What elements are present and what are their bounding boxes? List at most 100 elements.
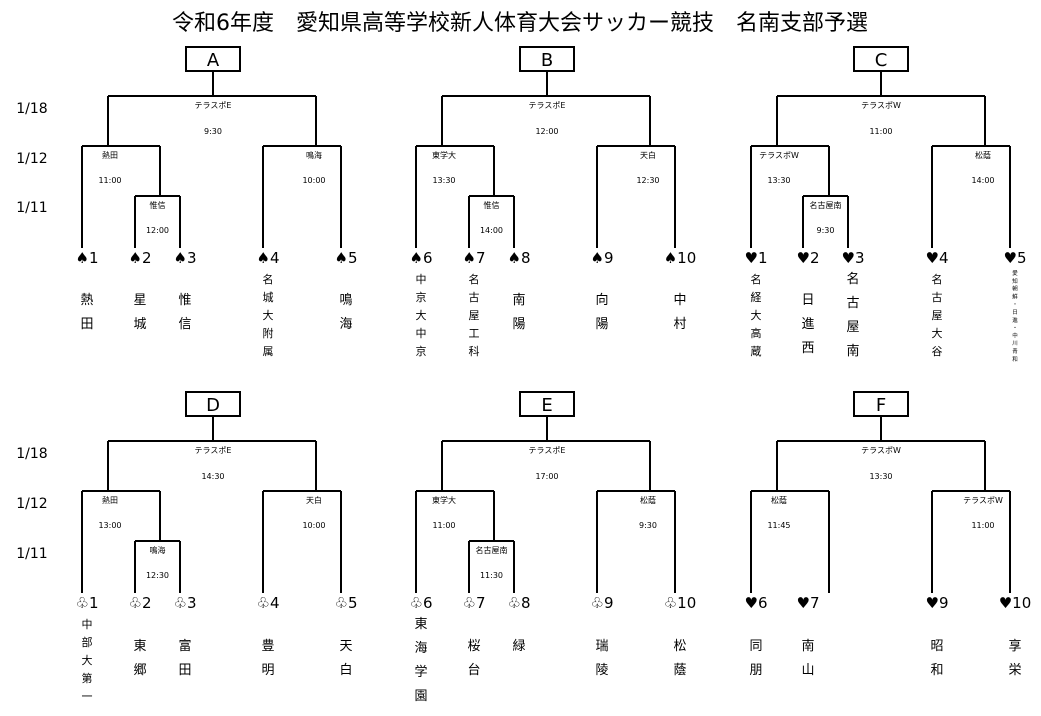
team-name: 星城 bbox=[133, 293, 146, 332]
match-time: 10:00 bbox=[302, 521, 325, 530]
match-time: 11:45 bbox=[767, 521, 790, 530]
match-time: 13:00 bbox=[98, 521, 121, 530]
match-time: 17:00 bbox=[535, 472, 558, 481]
team-seed: ♧3 bbox=[174, 594, 197, 612]
round-date: 1/18 bbox=[16, 446, 47, 462]
match-venue: 天白 bbox=[640, 150, 656, 160]
match-venue: 鳴海 bbox=[306, 150, 322, 160]
team-name: 熱田 bbox=[80, 293, 93, 332]
team-name: 瑞陵 bbox=[595, 639, 608, 678]
team-seed: ♠2 bbox=[129, 249, 152, 267]
match-time: 9:30 bbox=[204, 127, 222, 136]
match-venue: 名古屋南 bbox=[810, 200, 842, 210]
match-time: 12:00 bbox=[535, 127, 558, 136]
team-name: 富田 bbox=[178, 638, 191, 678]
match-venue: 惟信 bbox=[150, 200, 166, 210]
team-name: 名経大高蔵 bbox=[751, 272, 762, 358]
team-seed: ♥1 bbox=[745, 249, 768, 267]
match-time: 11:00 bbox=[98, 176, 121, 185]
match-time: 13:30 bbox=[869, 472, 892, 481]
team-seed: ♠1 bbox=[76, 249, 99, 267]
team-seed: ♧1 bbox=[76, 594, 99, 612]
team-name: 享栄 bbox=[1008, 638, 1021, 678]
round-date: 1/11 bbox=[16, 200, 47, 216]
match-venue: 熱田 bbox=[102, 495, 118, 505]
team-name: 南陽 bbox=[512, 292, 525, 332]
match-time: 12:30 bbox=[636, 176, 659, 185]
team-seed: ♧2 bbox=[129, 594, 152, 612]
match-venue: 名古屋南 bbox=[476, 545, 508, 555]
team-seed: ♥10 bbox=[999, 594, 1032, 612]
match-venue: 天白 bbox=[306, 495, 322, 505]
team-seed: ♠6 bbox=[410, 249, 433, 267]
match-venue: テラスポE bbox=[529, 101, 566, 110]
team-name: 天白 bbox=[339, 639, 352, 678]
team-name: 東海学園 bbox=[414, 616, 427, 704]
match-time: 11:00 bbox=[869, 127, 892, 136]
team-seed: ♧4 bbox=[257, 594, 280, 612]
bracket-label: B bbox=[541, 50, 553, 71]
team-name: 豊明 bbox=[261, 639, 274, 678]
team-seed: ♠10 bbox=[664, 249, 697, 267]
round-date: 1/18 bbox=[16, 101, 47, 117]
match-venue: 松蔭 bbox=[771, 495, 787, 505]
team-name: 名古屋大谷 bbox=[932, 272, 943, 358]
match-time: 9:30 bbox=[639, 521, 657, 530]
match-venue: 松蔭 bbox=[975, 150, 991, 160]
team-name: 名古屋南 bbox=[846, 271, 859, 359]
match-venue: 松蔭 bbox=[640, 495, 656, 505]
team-name: 中京大中京 bbox=[416, 273, 427, 358]
round-date: 1/12 bbox=[16, 151, 47, 167]
team-name: 向陽 bbox=[595, 292, 608, 332]
match-time: 10:00 bbox=[302, 176, 325, 185]
bracket-label: C bbox=[875, 50, 888, 71]
team-name: 名古屋工科 bbox=[469, 272, 480, 358]
team-seed: ♥5 bbox=[1004, 249, 1027, 267]
match-venue: 惟信 bbox=[484, 200, 500, 210]
team-name: 鳴海 bbox=[339, 293, 352, 332]
round-date: 1/12 bbox=[16, 496, 47, 512]
team-name: 同朋 bbox=[749, 639, 762, 678]
team-name: 中部大第一 bbox=[82, 618, 93, 703]
team-name: 日進西 bbox=[801, 293, 814, 356]
team-seed: ♥9 bbox=[926, 594, 949, 612]
team-seed: ♧9 bbox=[591, 594, 614, 612]
bracket-label: D bbox=[206, 395, 220, 416]
match-time: 9:30 bbox=[817, 226, 835, 235]
team-seed: ♥3 bbox=[842, 249, 865, 267]
team-seed: ♥7 bbox=[797, 594, 820, 612]
bracket-label: F bbox=[876, 395, 886, 416]
team-seed: ♠3 bbox=[174, 249, 197, 267]
match-time: 14:30 bbox=[201, 472, 224, 481]
team-seed: ♠9 bbox=[591, 249, 614, 267]
team-seed: ♧10 bbox=[664, 594, 697, 612]
match-venue: テラスポW bbox=[861, 446, 901, 455]
team-seed: ♠4 bbox=[257, 249, 280, 267]
match-venue: テラスポE bbox=[195, 446, 232, 455]
match-venue: テラスポE bbox=[195, 101, 232, 110]
team-name: 名城大附属 bbox=[263, 272, 274, 358]
match-time: 13:30 bbox=[767, 176, 790, 185]
match-time: 13:30 bbox=[432, 176, 455, 185]
match-venue: テラスポE bbox=[529, 446, 566, 455]
match-time: 12:00 bbox=[146, 226, 169, 235]
team-name: 緑 bbox=[512, 639, 525, 654]
match-time: 11:00 bbox=[432, 521, 455, 530]
team-name: 愛知朝鮮・日進・中川青和 bbox=[1012, 269, 1018, 363]
bracket-label-box bbox=[519, 391, 575, 417]
team-seed: ♠5 bbox=[335, 249, 358, 267]
team-seed: ♥6 bbox=[745, 594, 768, 612]
page-title: 令和6年度 愛知県高等学校新人体育大会サッカー競技 名南支部予選 bbox=[172, 11, 868, 36]
match-venue: テラスポW bbox=[861, 101, 901, 110]
round-date: 1/11 bbox=[16, 546, 47, 562]
team-seed: ♠7 bbox=[463, 249, 486, 267]
match-venue: 東学大 bbox=[432, 495, 456, 505]
match-venue: 東学大 bbox=[432, 150, 456, 160]
match-time: 14:00 bbox=[971, 176, 994, 185]
team-seed: ♠8 bbox=[508, 249, 531, 267]
match-venue: 鳴海 bbox=[150, 545, 166, 555]
bracket-label: E bbox=[541, 395, 552, 416]
team-name: 南山 bbox=[801, 638, 814, 678]
